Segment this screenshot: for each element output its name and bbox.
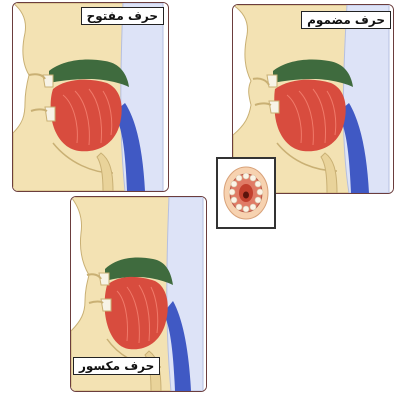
lips-rounded	[252, 77, 272, 106]
lips	[28, 73, 48, 112]
tongue	[274, 79, 346, 152]
oral-cavity	[273, 59, 353, 87]
larynx	[320, 152, 338, 193]
upper-teeth	[98, 272, 110, 286]
mouth-front-view-inset	[216, 157, 276, 229]
larynx	[96, 152, 114, 191]
lower-teeth	[268, 100, 280, 114]
lower-teeth	[44, 106, 56, 122]
label-broken: حرف مكسور	[73, 357, 161, 375]
label-open: حرف مفتوح	[80, 7, 164, 25]
open-mouth-icon	[223, 166, 269, 220]
tongue-texture	[116, 284, 159, 344]
tongue-texture	[286, 88, 337, 146]
trachea	[337, 103, 369, 193]
diagram-panel-open: حرف مفتوح	[12, 2, 169, 192]
tongue	[50, 79, 122, 152]
oral-cavity	[49, 59, 129, 87]
lower-teeth	[100, 298, 112, 312]
lips	[86, 273, 104, 304]
teeth-ring	[228, 172, 264, 213]
trachea	[113, 103, 145, 191]
oral-cavity	[105, 257, 173, 285]
label-rounded: حرف مضموم	[301, 11, 391, 29]
head-cross-section-open	[13, 3, 168, 191]
diagram-panel-broken: حرف مكسور	[70, 196, 207, 392]
tongue-texture	[62, 88, 113, 146]
trachea	[163, 301, 191, 391]
